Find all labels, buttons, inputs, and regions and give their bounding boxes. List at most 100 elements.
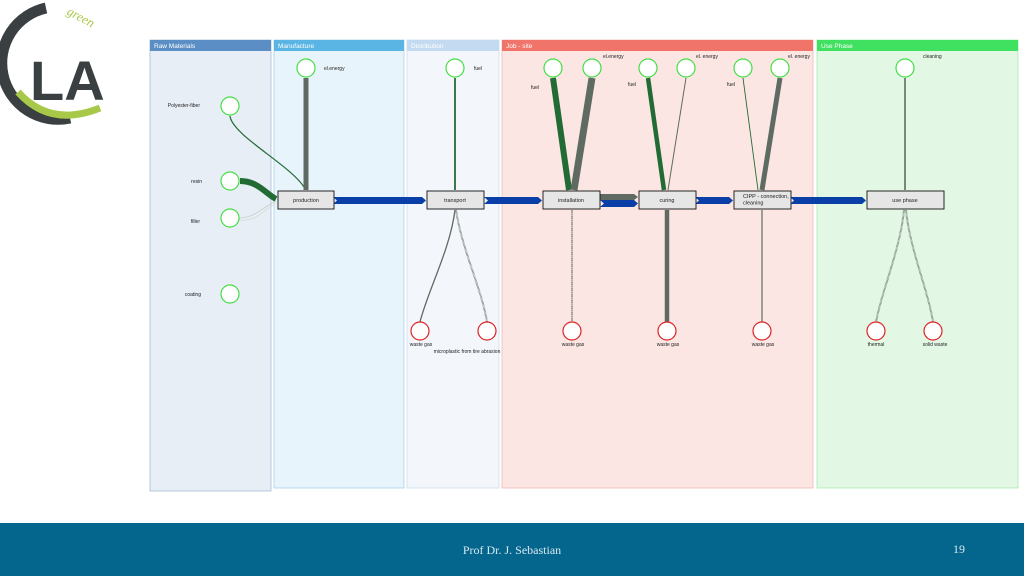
output-flows: [419, 209, 934, 323]
output-nodes: [410, 321, 943, 341]
input-label: resin: [191, 179, 202, 185]
logo-letters: LA: [30, 49, 105, 112]
lane-header: [150, 40, 271, 51]
output-label: waste gas: [752, 342, 775, 348]
flow-fuel-to-cipp: [742, 77, 759, 191]
input-node-c-fuel[interactable]: [638, 58, 658, 78]
lane-job-site: Job - site: [501, 39, 814, 489]
output-node-i-waste[interactable]: [562, 321, 582, 341]
output-node-u-solid[interactable]: [923, 321, 943, 341]
output-node-u-thermal[interactable]: [866, 321, 886, 341]
input-node-polyester[interactable]: [220, 96, 240, 116]
input-label: fuel: [474, 66, 482, 72]
process-box[interactable]: [542, 190, 601, 210]
input-label: el.energy: [603, 54, 624, 60]
input-labels: Polyester-fiber resin filler coating el.…: [168, 54, 942, 298]
input-node-c-energy[interactable]: [676, 58, 696, 78]
main-flow-arrow: [600, 200, 638, 207]
lane-body: [273, 39, 405, 489]
input-node-coating[interactable]: [220, 284, 240, 304]
input-label: coating: [185, 292, 201, 298]
process-label: CIPP - connection,: [743, 194, 789, 200]
lane-body: [501, 39, 814, 489]
output-node-c-waste[interactable]: [657, 321, 677, 341]
flow-energy-to-curing: [667, 77, 687, 191]
process-production[interactable]: production: [277, 190, 335, 210]
flow-transport-to-waste-gas: [419, 209, 456, 323]
input-label: cleaning: [923, 54, 942, 60]
input-node-i-fuel[interactable]: [543, 58, 563, 78]
input-flows: [229, 77, 906, 221]
input-label: fuel: [628, 82, 636, 88]
main-flow: [333, 197, 866, 204]
flow-usephase-to-thermal: [875, 209, 905, 323]
process-use-phase[interactable]: use phase: [866, 190, 945, 210]
lane-label: Distribution: [411, 43, 444, 50]
cla-green-logo: LA green: [0, 2, 105, 125]
flow-coating-to-production: [238, 202, 277, 221]
output-label: waste gas: [562, 342, 585, 348]
input-node-u-cleaning[interactable]: [895, 58, 915, 78]
lane-label: Manufacture: [278, 43, 315, 50]
process-cipp[interactable]: CIPP - connection, cleaning: [733, 190, 792, 210]
process-curing[interactable]: curing: [638, 190, 697, 210]
process-box[interactable]: [638, 190, 697, 210]
lane-label: Job - site: [506, 43, 533, 50]
lane-header: [274, 40, 404, 51]
logo-green-swoosh: [15, 89, 102, 119]
flow-filler-to-production: [238, 200, 277, 219]
lane-raw-materials: Raw Materials: [149, 39, 272, 492]
input-label: fuel: [727, 82, 735, 88]
main-flow-arrow: [333, 197, 426, 204]
lane-body: [406, 39, 500, 489]
output-label: waste gas: [657, 342, 680, 348]
output-label: microplastic from tire abrasion: [434, 349, 501, 355]
output-node-t-micro[interactable]: [477, 321, 497, 341]
process-box[interactable]: [733, 190, 792, 210]
process-transport[interactable]: transport: [426, 190, 485, 210]
lane-label: Use Phase: [821, 43, 853, 50]
input-node-i-energy[interactable]: [582, 58, 602, 78]
process-label: installation: [558, 198, 584, 204]
main-flow-arrow: [484, 197, 542, 204]
input-label: Polyester-fiber: [168, 103, 201, 109]
input-node-m-energy[interactable]: [296, 58, 316, 78]
input-node-t-fuel[interactable]: [445, 58, 465, 78]
process-installation[interactable]: installation: [542, 190, 601, 210]
process-label: production: [293, 198, 319, 204]
main-flow-arrow: [695, 197, 733, 204]
output-label: waste gas: [410, 342, 433, 348]
output-label: thermal: [868, 342, 885, 348]
main-flow-arrow: [790, 197, 866, 204]
slide-page-number: 19: [953, 542, 965, 556]
input-label: el. energy: [696, 54, 718, 60]
input-node-resin[interactable]: [220, 171, 240, 191]
logo-outer-arc: [0, 2, 72, 125]
input-node-cp-fuel[interactable]: [733, 58, 753, 78]
life-cycle-flow-diagram: Raw Materials Manufacture Distribution J…: [149, 39, 1019, 492]
slide-footer: Prof Dr. J. Sebastian 19: [0, 523, 1024, 576]
gray-flow-installation-curing: [600, 194, 638, 207]
lane-header: [502, 40, 813, 51]
output-node-t-waste[interactable]: [410, 321, 430, 341]
output-label: solid waste: [923, 342, 948, 348]
process-box[interactable]: [866, 190, 945, 210]
input-label: fuel: [531, 85, 539, 91]
output-node-cp-waste[interactable]: [752, 321, 772, 341]
flow-transport-to-microplastic: [455, 209, 488, 323]
input-node-cp-energy[interactable]: [770, 58, 790, 78]
flow-fuel-to-installation: [550, 77, 572, 191]
process-label: transport: [444, 198, 466, 204]
flow-fuel-to-curing: [645, 77, 667, 191]
input-label: el.energy: [324, 66, 345, 72]
lane-body: [149, 39, 272, 492]
process-label: curing: [660, 198, 675, 204]
gray-flow-arrow: [600, 194, 638, 200]
process-box[interactable]: [426, 190, 485, 210]
input-nodes: [220, 58, 915, 304]
process-box[interactable]: [277, 190, 335, 210]
input-label: el. energy: [788, 54, 810, 60]
flow-energy-to-installation: [570, 77, 596, 191]
input-node-filler[interactable]: [220, 208, 240, 228]
flow-resin-to-production: [239, 178, 278, 202]
